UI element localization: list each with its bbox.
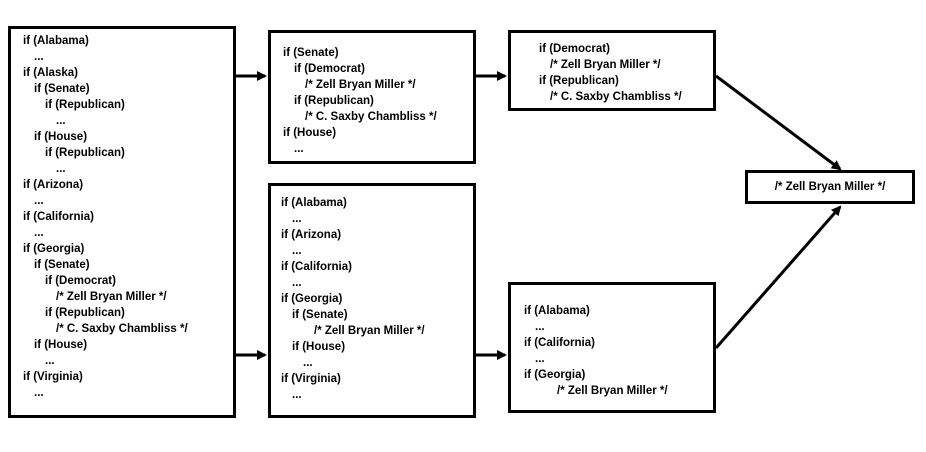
code-line: ... [292, 213, 302, 225]
code-line: ... [34, 195, 44, 207]
all-states-box: if (Alabama) ... if (Alaska) if (Senate)… [8, 26, 236, 418]
senate-house-box: if (Senate) if (Democrat) /* Zell Bryan … [268, 30, 476, 164]
code-line: if (Senate) [283, 47, 339, 59]
code-line: ... [34, 51, 44, 63]
code-line: if (California) [281, 261, 352, 273]
code-line: if (Republican) [539, 75, 619, 87]
georgia-box: if (Alabama) ... if (California) ... if … [508, 282, 716, 413]
code-line: /* Zell Bryan Miller */ [550, 59, 661, 71]
code-line: ... [535, 353, 545, 365]
code-line: if (Alabama) [281, 197, 347, 209]
code-line: ... [34, 387, 44, 399]
code-line: if (Republican) [45, 147, 125, 159]
code-line: /* Zell Bryan Miller */ [305, 79, 416, 91]
code-line: if (Democrat) [294, 63, 365, 75]
code-line: if (Arizona) [23, 179, 84, 191]
code-line: /* C. Saxby Chambliss */ [550, 91, 682, 103]
code-line: if (Georgia) [23, 243, 85, 255]
code-line: ... [45, 355, 55, 367]
code-line: if (Republican) [45, 99, 125, 111]
code-line: if (House) [292, 341, 346, 353]
code-line: /* C. Saxby Chambliss */ [56, 323, 188, 335]
code-line: ... [56, 163, 66, 175]
code-line: ... [292, 389, 302, 401]
result-text: /* Zell Bryan Miller */ [774, 181, 886, 193]
result-box: /* Zell Bryan Miller */ [745, 170, 915, 204]
code-line: ... [56, 115, 66, 127]
arrow-box5-to-result [714, 205, 842, 349]
code-line: if (Virginia) [23, 371, 83, 383]
code-line: ... [34, 227, 44, 239]
code-line: if (California) [23, 211, 94, 223]
code-line: if (Democrat) [539, 43, 610, 55]
code-line: if (Republican) [294, 95, 374, 107]
arrow-box4-to-result [715, 74, 842, 171]
code-line: if (House) [34, 339, 88, 351]
code-line: if (Alabama) [23, 35, 89, 47]
code-line: ... [292, 277, 302, 289]
states-box: if (Alabama) ... if (Arizona) ... if (Ca… [268, 183, 476, 418]
party-box: if (Democrat) /* Zell Bryan Miller */ if… [508, 30, 716, 111]
code-line: if (Democrat) [45, 275, 116, 287]
code-line: if (Republican) [45, 307, 125, 319]
code-line: if (Virginia) [281, 373, 341, 385]
code-line: if (Georgia) [524, 369, 586, 381]
code-line: ... [292, 245, 302, 257]
code-line: if (Georgia) [281, 293, 343, 305]
code-line: /* C. Saxby Chambliss */ [305, 111, 437, 123]
code-line: /* Zell Bryan Miller */ [557, 385, 668, 397]
code-line: if (Arizona) [281, 229, 342, 241]
code-line: /* Zell Bryan Miller */ [314, 325, 425, 337]
code-line: if (Senate) [34, 83, 90, 95]
code-line: ... [535, 321, 545, 333]
code-line: if (House) [34, 131, 88, 143]
code-line: if (California) [524, 337, 595, 349]
code-line: /* Zell Bryan Miller */ [56, 291, 167, 303]
code-line: if (House) [283, 127, 337, 139]
code-line: if (Senate) [34, 259, 90, 271]
code-line: if (Alaska) [23, 67, 78, 79]
code-line: ... [303, 357, 313, 369]
code-line: if (Alabama) [524, 305, 590, 317]
code-line: if (Senate) [292, 309, 348, 321]
code-line: ... [294, 143, 304, 155]
